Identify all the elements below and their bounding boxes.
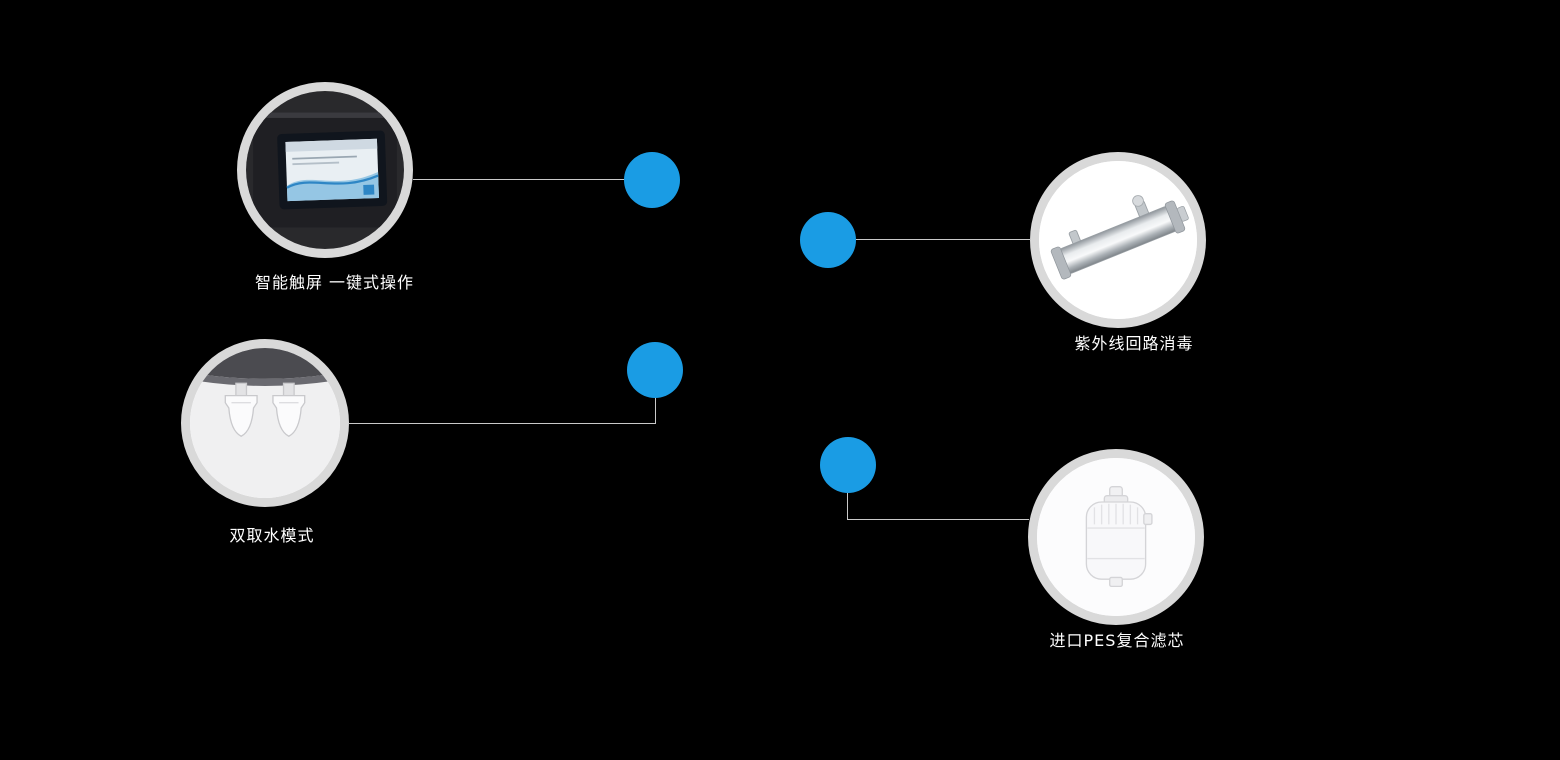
- pes-filter-capsule-image: [1037, 458, 1195, 616]
- hotspot-dot-pes-filter[interactable]: [820, 437, 876, 493]
- feature-label-touchscreen: 智能触屏 一键式操作: [254, 273, 415, 292]
- feature-label-dual-water: 双取水模式: [229, 526, 315, 545]
- feature-circle-uv: [1030, 152, 1206, 328]
- feature-label-uv: 紫外线回路消毒: [1074, 334, 1194, 353]
- connector-line-pes-v: [847, 492, 848, 520]
- feature-label-pes-filter: 进口PES复合滤芯: [1049, 631, 1185, 650]
- connector-line-pes-h: [847, 519, 1029, 520]
- connector-line-dual-water-v: [655, 397, 656, 424]
- connector-line-dual-water-h: [348, 423, 656, 424]
- feature-circle-pes-filter: [1028, 449, 1204, 625]
- feature-circle-touchscreen: [237, 82, 413, 258]
- hotspot-dot-uv[interactable]: [800, 212, 856, 268]
- uv-sterilizer-tube-image: [1039, 161, 1197, 319]
- feature-circle-dual-water: [181, 339, 349, 507]
- hotspot-dot-touchscreen[interactable]: [624, 152, 680, 208]
- connector-line-touchscreen: [413, 179, 651, 180]
- connector-line-uv: [856, 239, 1031, 240]
- dual-water-outlets-image: [190, 348, 340, 498]
- hotspot-dot-dual-water[interactable]: [627, 342, 683, 398]
- touchscreen-display-image: [246, 91, 404, 249]
